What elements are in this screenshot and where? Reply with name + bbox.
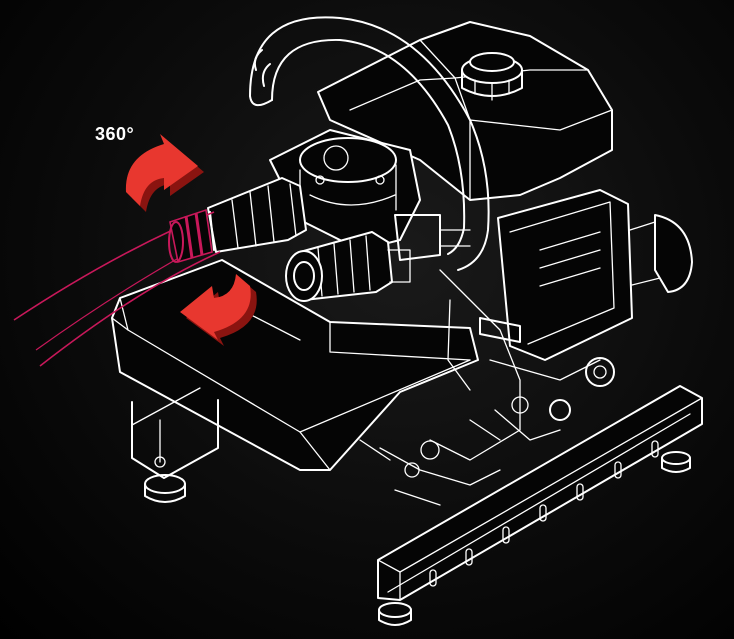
frame-rail — [377, 385, 703, 626]
suction-hose — [13, 208, 221, 367]
pump-head — [207, 129, 471, 302]
rotate-360-icon — [125, 134, 257, 346]
engine-body — [249, 16, 693, 506]
rotation-label: 360° — [95, 124, 135, 144]
